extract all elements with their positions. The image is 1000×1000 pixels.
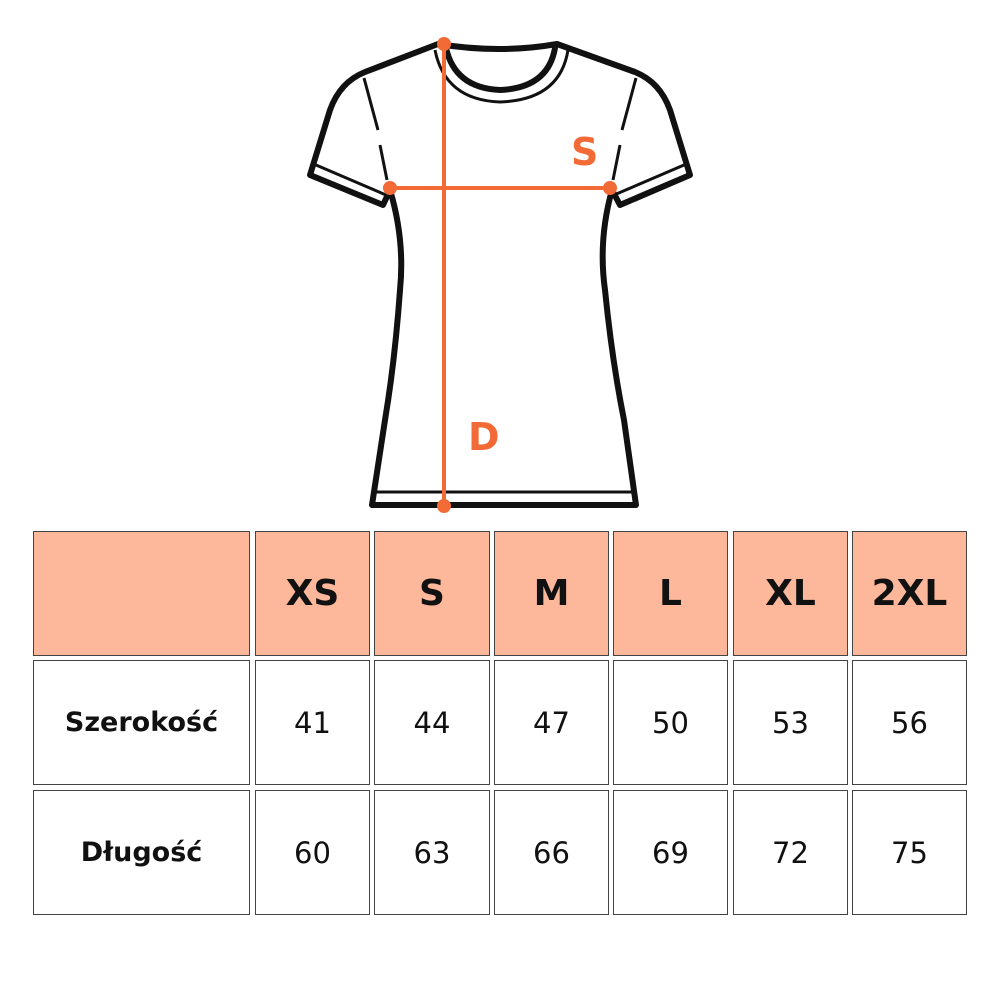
table-cell: 72 [733,790,848,915]
table-cell: 60 [255,790,370,915]
table-cell: 63 [374,790,490,915]
tshirt-diagram [307,37,693,513]
size-header-s: S [374,531,490,656]
size-header-2xl: 2XL [852,531,967,656]
measurement-lines [383,37,617,513]
row-label: Szerokość [33,660,250,785]
table-cell: 50 [613,660,728,785]
tshirt-outline [307,41,693,508]
row-label: Długość [33,790,250,915]
table-cell: 66 [494,790,609,915]
size-header-l: L [613,531,728,656]
table-cell: 75 [852,790,967,915]
table-cell: 47 [494,660,609,785]
table-cell: 44 [374,660,490,785]
size-header-xl: XL [733,531,848,656]
length-label: D [468,415,500,459]
table-cell: 56 [852,660,967,785]
table-cell: 41 [255,660,370,785]
table-cell: 53 [733,660,848,785]
size-header-m: M [494,531,609,656]
header-corner-cell [33,531,250,656]
size-header-xs: XS [255,531,370,656]
width-label: S [571,130,599,174]
table-cell: 69 [613,790,728,915]
